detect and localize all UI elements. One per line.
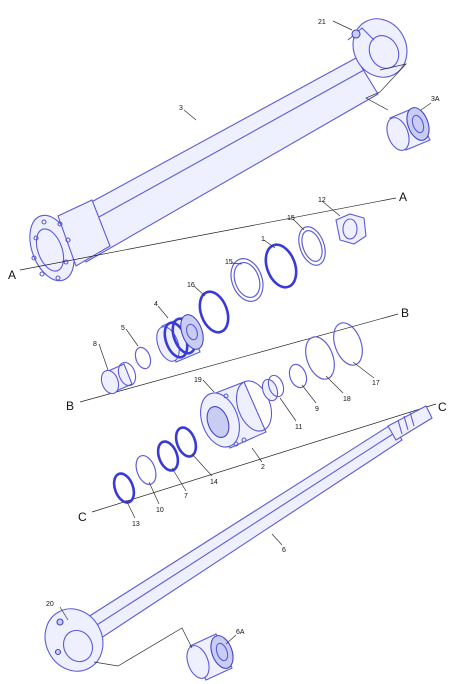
flange-bolt-holes xyxy=(31,219,71,281)
ring-15-upper-inner xyxy=(301,230,323,262)
callout-14: 14 xyxy=(210,479,218,486)
callout-4: 4 xyxy=(154,301,158,308)
callout-15-lower: 15 xyxy=(225,259,233,266)
axis-c-left-label: C xyxy=(78,510,87,524)
spacer-8 xyxy=(100,361,137,395)
callout-12: 12 xyxy=(318,197,326,204)
callout-3a: 3A xyxy=(431,96,440,103)
callout-3: 3 xyxy=(179,105,183,112)
bearing-6a xyxy=(186,633,234,681)
axis-c-right-label: C xyxy=(438,400,447,414)
callout-17: 17 xyxy=(372,380,380,387)
callout-7: 7 xyxy=(184,493,188,500)
callout-11: 11 xyxy=(295,424,302,431)
callout-6: 6 xyxy=(282,547,286,554)
ring-15-lower-inner xyxy=(233,261,261,299)
ring-5 xyxy=(134,346,152,370)
callout-labels: 21 3A 3 12 15 1 15 16 4 5 8 19 9 18 17 1… xyxy=(46,19,440,636)
ring-9 xyxy=(288,363,308,389)
bearing-6a-link xyxy=(93,627,193,667)
callout-19: 19 xyxy=(194,377,202,384)
nut-12 xyxy=(335,213,367,245)
cylinder-tube xyxy=(29,18,408,282)
callout-6a: 6A xyxy=(236,629,245,636)
callout-10: 10 xyxy=(156,507,164,514)
axis-b-left-label: B xyxy=(66,399,74,413)
callout-2: 2 xyxy=(261,464,265,471)
ring-14 xyxy=(174,426,198,458)
axis-a-right-label: A xyxy=(399,190,407,204)
ring-16 xyxy=(198,290,230,334)
axis-letters: A A B B C C xyxy=(8,190,447,524)
callout-1: 1 xyxy=(261,236,265,243)
ring-15-upper-outer xyxy=(298,226,326,266)
bearing-3a-link xyxy=(365,63,408,111)
ring-17 xyxy=(333,322,363,366)
callout-8: 8 xyxy=(93,341,97,348)
ring-10 xyxy=(135,454,157,486)
piston-rod xyxy=(44,405,433,672)
callout-5: 5 xyxy=(121,325,125,332)
ring-15-lower-outer xyxy=(230,258,264,302)
gland-head-2 xyxy=(200,380,273,449)
callout-21: 21 xyxy=(318,19,326,26)
axis-c-line xyxy=(91,403,437,513)
callout-18: 18 xyxy=(343,396,351,403)
seal-1 xyxy=(264,243,298,289)
ring-11 xyxy=(261,374,285,402)
ring-13 xyxy=(112,472,136,504)
axis-b-line xyxy=(79,313,399,403)
piston-4 xyxy=(156,314,204,363)
callout-13: 13 xyxy=(132,521,140,528)
axis-a-left-label: A xyxy=(8,268,16,282)
bearing-3a xyxy=(386,107,431,151)
callout-15-upper: 15 xyxy=(287,215,295,222)
axis-b-right-label: B xyxy=(401,306,409,320)
callout-16: 16 xyxy=(187,282,195,289)
callout-20: 20 xyxy=(46,601,54,608)
leader-lines xyxy=(59,20,432,645)
callout-9: 9 xyxy=(315,406,319,413)
ring-18 xyxy=(305,336,335,380)
